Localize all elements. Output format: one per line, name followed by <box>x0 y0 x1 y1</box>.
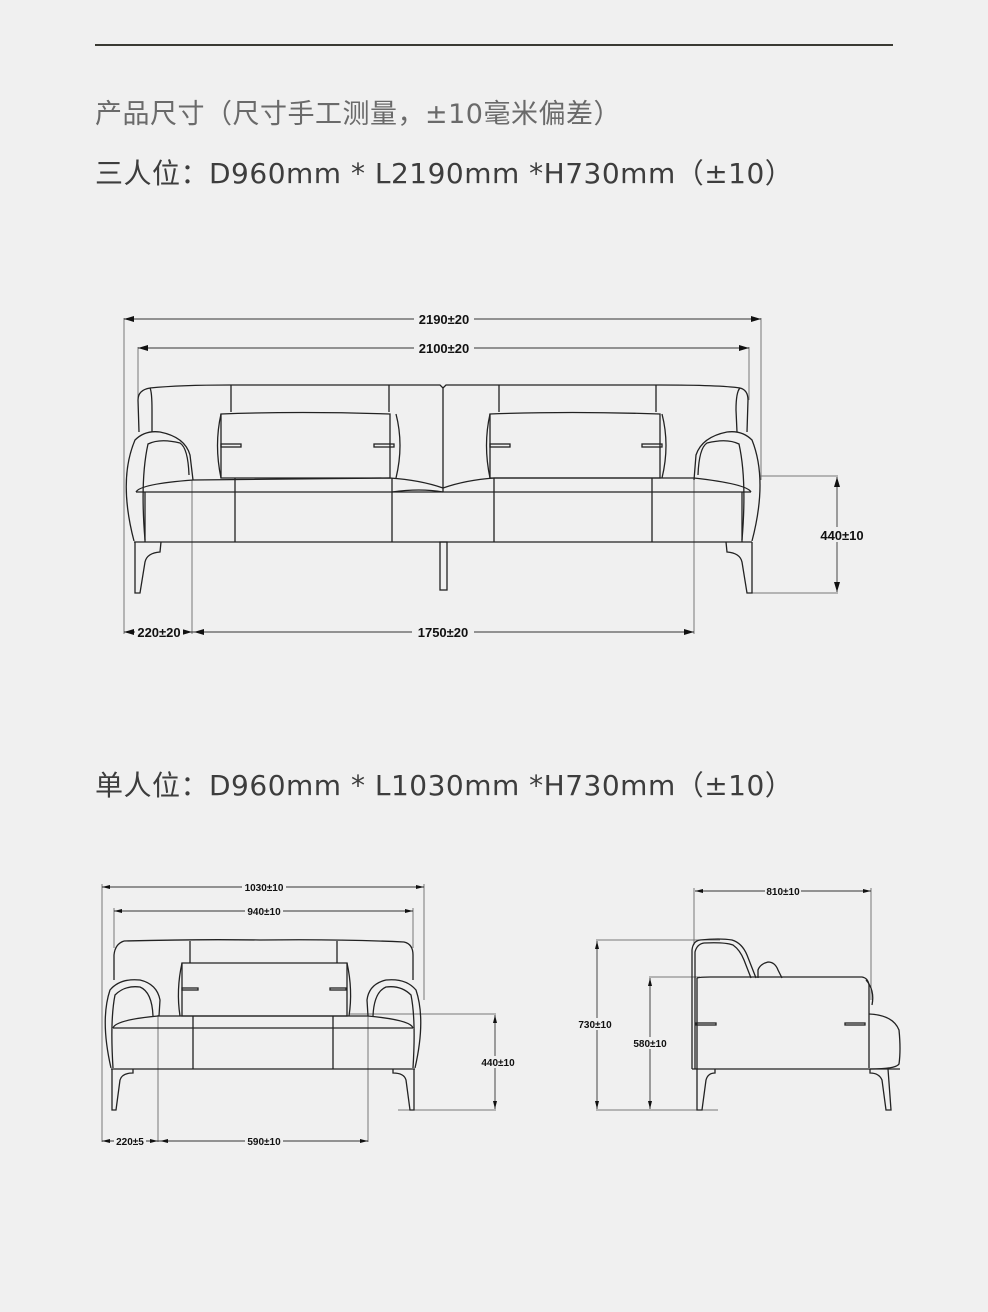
dim-single-overall-length: 1030±10 <box>245 883 284 894</box>
single-seater-title: 单人位：D960mm * L1030mm *H730mm（±10） <box>95 769 794 802</box>
dimension-note: 产品尺寸（尺寸手工测量，±10毫米偏差） <box>95 99 621 130</box>
dim-overall-length: 2190±20 <box>419 312 470 327</box>
dim-single-seat-width: 590±10 <box>247 1137 281 1148</box>
dim-side-overall-height: 730±10 <box>578 1020 612 1031</box>
single-seater-sofa-side <box>691 938 901 1111</box>
dim-inner-length: 2100±20 <box>419 341 470 356</box>
dim-arm-width: 220±20 <box>137 625 180 640</box>
three-seater-title: 三人位：D960mm * L2190mm *H730mm（±10） <box>95 157 794 190</box>
dim-single-arm-width: 220±5 <box>116 1137 144 1148</box>
dim-seat-height: 440±10 <box>820 528 863 543</box>
dim-single-seat-height: 440±10 <box>481 1058 515 1069</box>
dim-single-inner-length: 940±10 <box>247 907 281 918</box>
dim-seat-width: 1750±20 <box>418 625 469 640</box>
top-divider <box>95 44 893 46</box>
dim-side-depth: 810±10 <box>766 887 800 898</box>
single-seater-sofa-front <box>104 939 422 1111</box>
dim-side-arm-height: 580±10 <box>633 1039 667 1050</box>
three-seater-sofa <box>125 384 761 594</box>
